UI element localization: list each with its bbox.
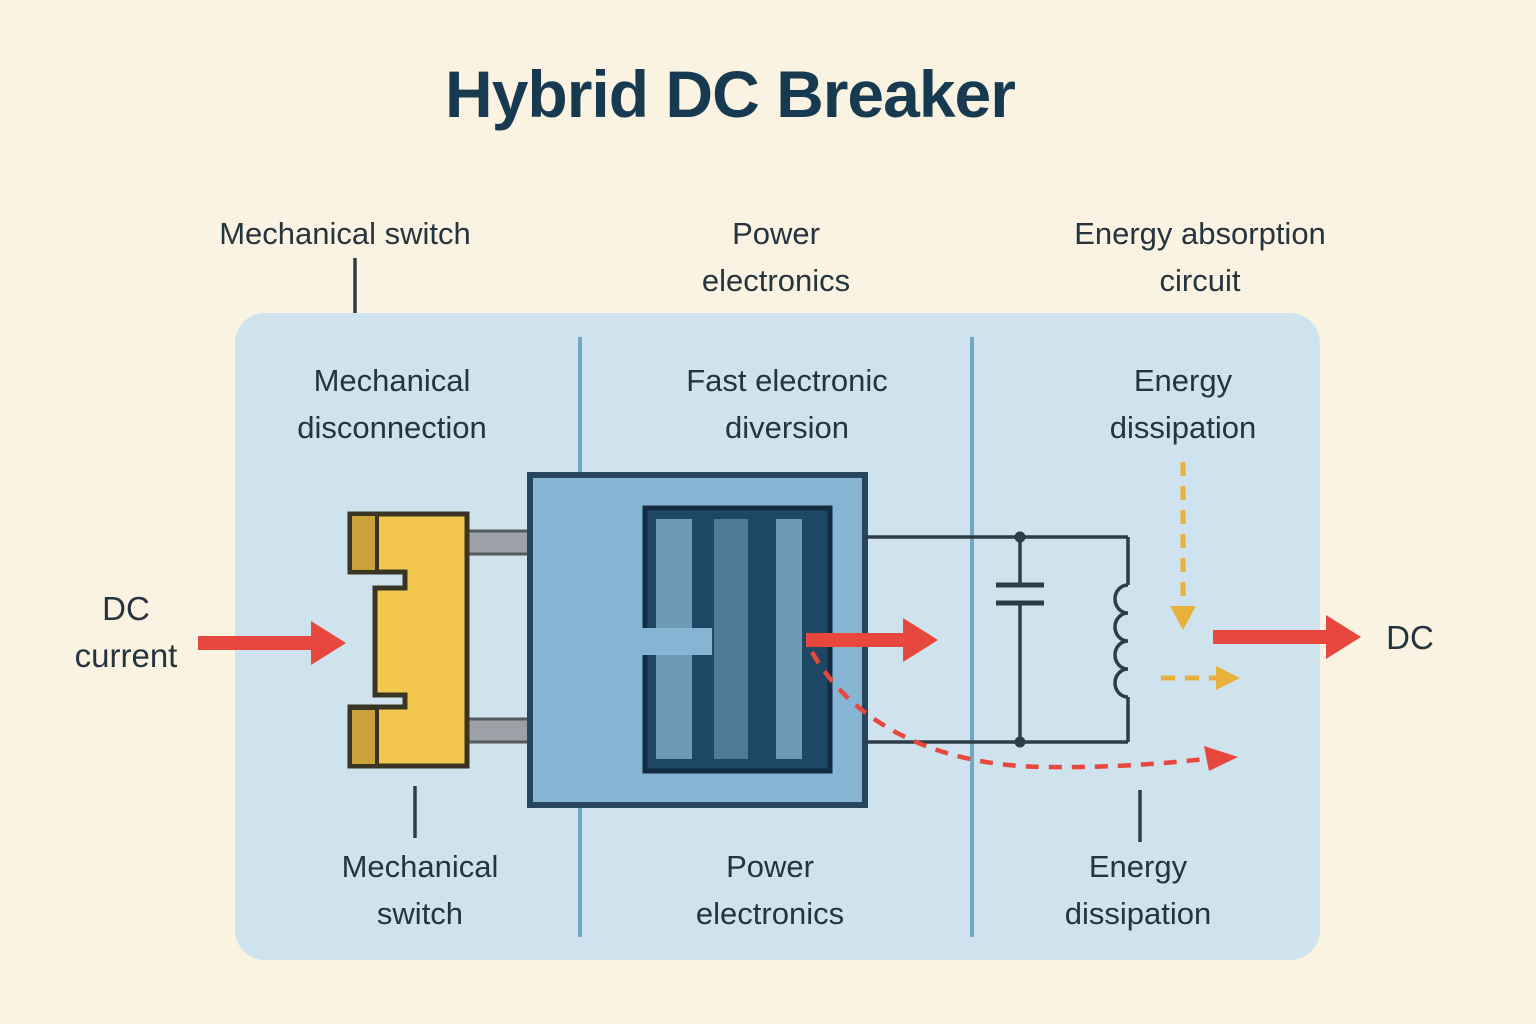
label-mechanical-switch-bottom: Mechanical switch	[341, 849, 499, 931]
inductor-symbol	[1113, 537, 1130, 742]
diversion-arrow	[806, 618, 938, 662]
dc-current-label: DC current	[74, 590, 178, 674]
header-mechanical-switch: Mechanical switch	[219, 216, 471, 251]
dissipation-exit-dashed-arrow	[1161, 666, 1240, 690]
label-power-electronics-bottom: Power electronics	[695, 849, 845, 931]
energy-dissipation-dashed-arrow	[1170, 462, 1196, 630]
label-mechanical-disconnection: Mechanical disconnection	[297, 363, 487, 445]
label-energy-dissipation-bottom: Energy dissipation	[1064, 849, 1212, 931]
page-title: Hybrid DC Breaker	[445, 57, 1016, 131]
dc-output-label: DC	[1386, 619, 1434, 656]
energy-circuit-graphic	[865, 531, 1130, 748]
label-fast-electronic-diversion: Fast electronic diversion	[686, 363, 888, 445]
header-power-electronics: Power electronics	[701, 216, 851, 298]
section-divider-2	[970, 337, 974, 937]
label-energy-dissipation-top: Energy dissipation	[1109, 363, 1257, 445]
mechanical-switch-graphic	[347, 511, 470, 769]
power-electronics-graphic	[527, 472, 868, 808]
header-energy-absorption: Energy absorption circuit	[1074, 216, 1326, 298]
dc-output-arrow	[1213, 615, 1361, 659]
dc-input-arrow	[198, 621, 346, 665]
bypass-dashed-path	[810, 650, 1238, 771]
capacitor-symbol	[996, 537, 1044, 742]
